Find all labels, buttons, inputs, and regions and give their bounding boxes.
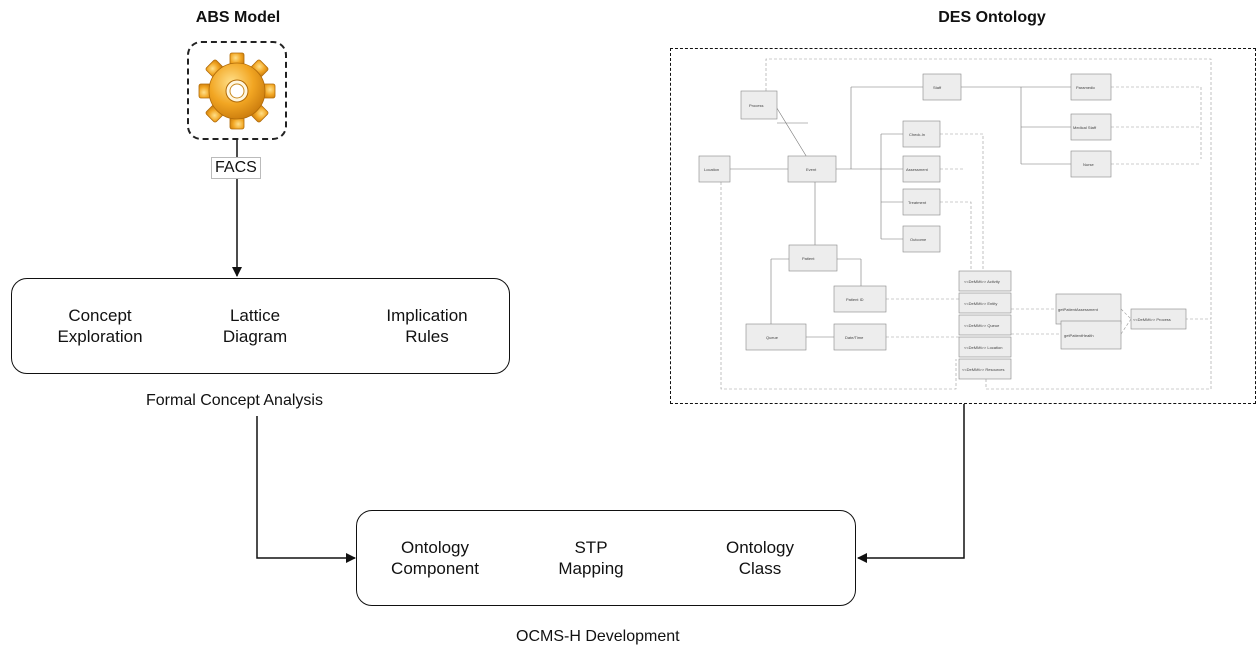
ontology-class-step: Ontology Class [705, 537, 815, 579]
step-line-2: Exploration [57, 327, 143, 346]
implication-rules-step: Implication Rules [369, 305, 485, 347]
svg-text:<<DeMMt>> Activity: <<DeMMt>> Activity [964, 279, 1000, 284]
fca-caption: Formal Concept Analysis [146, 392, 323, 409]
svg-text:Staff: Staff [933, 85, 942, 90]
step-line-2: Rules [405, 327, 449, 346]
lattice-diagram-step: Lattice Diagram [200, 305, 310, 347]
des-ontology-title: DES Ontology [938, 9, 1046, 26]
ocms-caption: OCMS-H Development [516, 628, 680, 645]
des-to-ocms-arrow [857, 404, 965, 563]
svg-text:Paramedic: Paramedic [1076, 85, 1095, 90]
step-line-1: Ontology [400, 538, 470, 557]
step-line-2: Component [391, 559, 479, 578]
fca-box [11, 278, 510, 374]
gear-icon [198, 52, 276, 130]
svg-text:Queue: Queue [766, 335, 779, 340]
step-line-1: Ontology [725, 538, 795, 557]
step-line-2: Mapping [558, 559, 624, 578]
svg-text:<<DeMMt>> Location: <<DeMMt>> Location [964, 345, 1002, 350]
svg-text:Process: Process [749, 103, 763, 108]
step-line-1: Implication [386, 306, 468, 325]
abs-model-title: ABS Model [195, 9, 281, 26]
gear-frame [187, 41, 287, 140]
svg-text:Outcome: Outcome [910, 237, 927, 242]
des-ontology-frame: Process Staff Paramedic Check-In Medical… [670, 48, 1256, 404]
step-line-2: Diagram [222, 327, 288, 346]
step-line-1: STP [574, 538, 608, 557]
step-line-1: Concept [68, 306, 132, 325]
svg-text:getPatientHealth: getPatientHealth [1064, 333, 1094, 338]
svg-text:<<DeMMt>> Queue: <<DeMMt>> Queue [964, 323, 1000, 328]
svg-text:Treatment: Treatment [908, 200, 927, 205]
ontology-node-labels: Process Staff Paramedic Check-In Medical… [704, 85, 1171, 372]
svg-text:Patient ID: Patient ID [846, 297, 864, 302]
svg-text:Nurse: Nurse [1083, 162, 1094, 167]
ontology-component-step: Ontology Component [380, 537, 490, 579]
svg-text:Patient: Patient [802, 256, 815, 261]
stp-mapping-step: STP Mapping [536, 537, 646, 579]
ocms-box [356, 510, 856, 606]
step-line-1: Lattice [229, 306, 281, 325]
des-ontology-diagram: Process Staff Paramedic Check-In Medical… [698, 58, 1212, 390]
svg-text:<<DeMMt>> Process: <<DeMMt>> Process [1133, 317, 1171, 322]
concept-exploration-step: Concept Exploration [45, 305, 155, 347]
fca-to-ocms-arrow [256, 416, 356, 563]
svg-text:getPatientAssessment: getPatientAssessment [1058, 307, 1099, 312]
facs-label: FACS [211, 157, 261, 179]
svg-text:Location: Location [704, 167, 719, 172]
svg-text:<<DeMMt>> Resources: <<DeMMt>> Resources [962, 367, 1004, 372]
svg-text:<<DeMMt>> Entity: <<DeMMt>> Entity [964, 301, 997, 306]
svg-text:Check-In: Check-In [909, 132, 925, 137]
svg-text:Date/Time: Date/Time [845, 335, 864, 340]
step-line-2: Class [738, 559, 782, 578]
svg-text:Assessment: Assessment [906, 167, 929, 172]
svg-text:Event: Event [806, 167, 817, 172]
svg-text:Medical Staff: Medical Staff [1073, 125, 1097, 130]
